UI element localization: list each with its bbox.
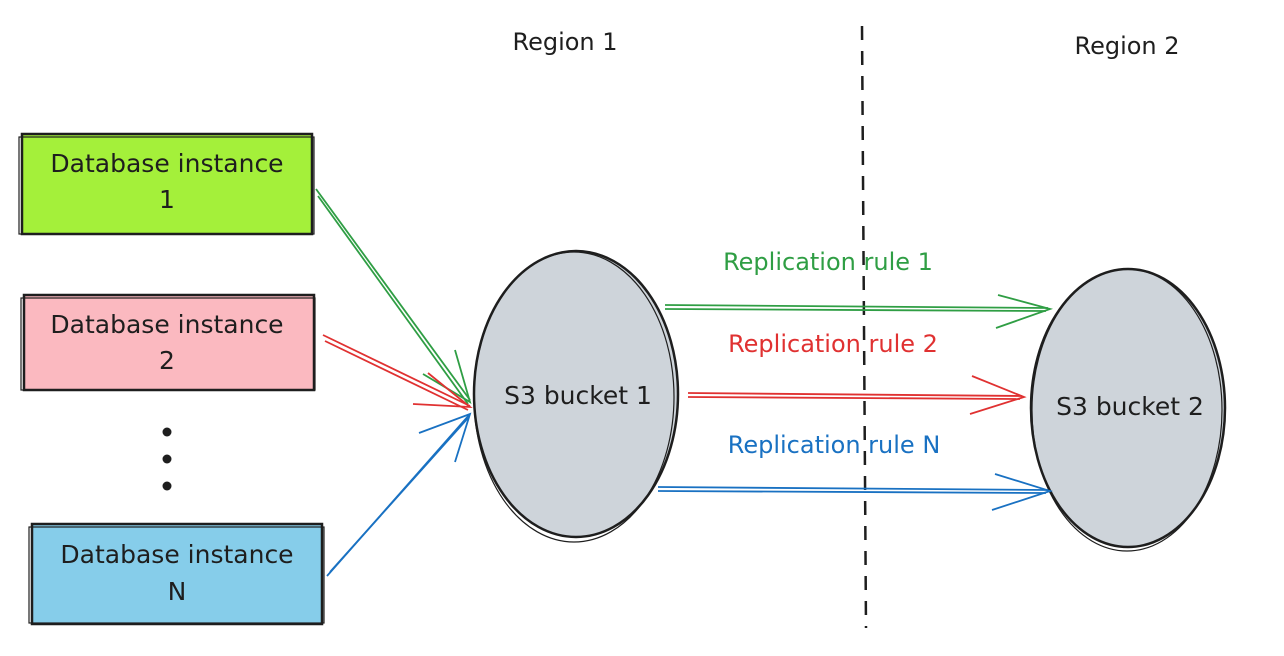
database-instance-1-name: Database instance [50, 149, 283, 178]
database-instance-1-number: 1 [159, 185, 175, 214]
database-instance-2-number: 2 [159, 346, 175, 375]
replication-arrow-2 [687, 375, 1027, 415]
database-instance-n: Database instance N [28, 522, 325, 626]
replication-rule-2-label: Replication rule 2 [728, 330, 938, 358]
database-instance-2: Database instance 2 [20, 293, 316, 392]
arrow-db1-to-bucket1 [315, 188, 472, 405]
ellipsis-dot [162, 427, 172, 437]
region-1-label: Region 1 [512, 28, 617, 56]
ellipsis-dot [162, 481, 172, 491]
s3-bucket-1-label: S3 bucket 1 [504, 381, 652, 410]
replication-arrow-n [657, 473, 1053, 511]
arrow-dbn-to-bucket1 [326, 412, 472, 577]
region-2-label: Region 2 [1074, 32, 1179, 60]
database-instance-2-name: Database instance [50, 310, 283, 339]
replication-rule-1-label: Replication rule 1 [723, 248, 933, 276]
s3-bucket-2: S3 bucket 2 [1029, 267, 1227, 552]
database-instance-n-number: N [168, 577, 187, 606]
replication-arrow-1 [664, 294, 1054, 329]
database-instance-n-name: Database instance [60, 540, 293, 569]
region-divider [860, 25, 868, 629]
database-instance-1: Database instance 1 [18, 132, 315, 236]
s3-bucket-1: S3 bucket 1 [472, 249, 680, 543]
replication-rule-n-label: Replication rule N [728, 431, 941, 459]
s3-bucket-2-label: S3 bucket 2 [1056, 392, 1204, 421]
arrow-db2-to-bucket1 [322, 334, 473, 411]
ellipsis-dot [162, 454, 172, 464]
